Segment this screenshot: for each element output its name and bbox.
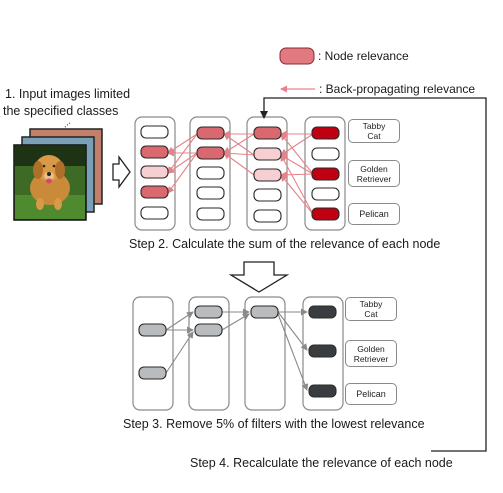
bottom-network-nodes — [138, 305, 337, 398]
legend-backprop-label: : Back-propagating relevance — [319, 82, 476, 96]
legend-node-relevance-label: : Node relevance — [318, 49, 409, 63]
class-pelican-top: Pelican — [348, 203, 400, 225]
class-pelican-bottom: Pelican — [345, 383, 397, 405]
legend-node-swatch — [279, 47, 315, 65]
step2-label: Step 2. Calculate the sum of the relevan… — [129, 237, 441, 251]
input-to-network-arrow — [112, 155, 131, 189]
input-image-stack — [13, 128, 103, 221]
step-down-arrow — [228, 261, 290, 293]
input-label-line2: the specified classes — [3, 104, 119, 118]
top-network-nodes — [140, 125, 340, 223]
step3-label: Step 3. Remove 5% of filters with the lo… — [123, 417, 425, 431]
input-label-line1: 1. Input images limited — [5, 87, 131, 101]
top-network — [134, 116, 346, 231]
top-backprop-arrows — [167, 130, 314, 215]
step4-feedback-loop — [260, 97, 487, 452]
step4-label: Step 4. Recalculate the relevance of eac… — [190, 456, 453, 470]
bottom-forward-arrows — [165, 308, 309, 391]
